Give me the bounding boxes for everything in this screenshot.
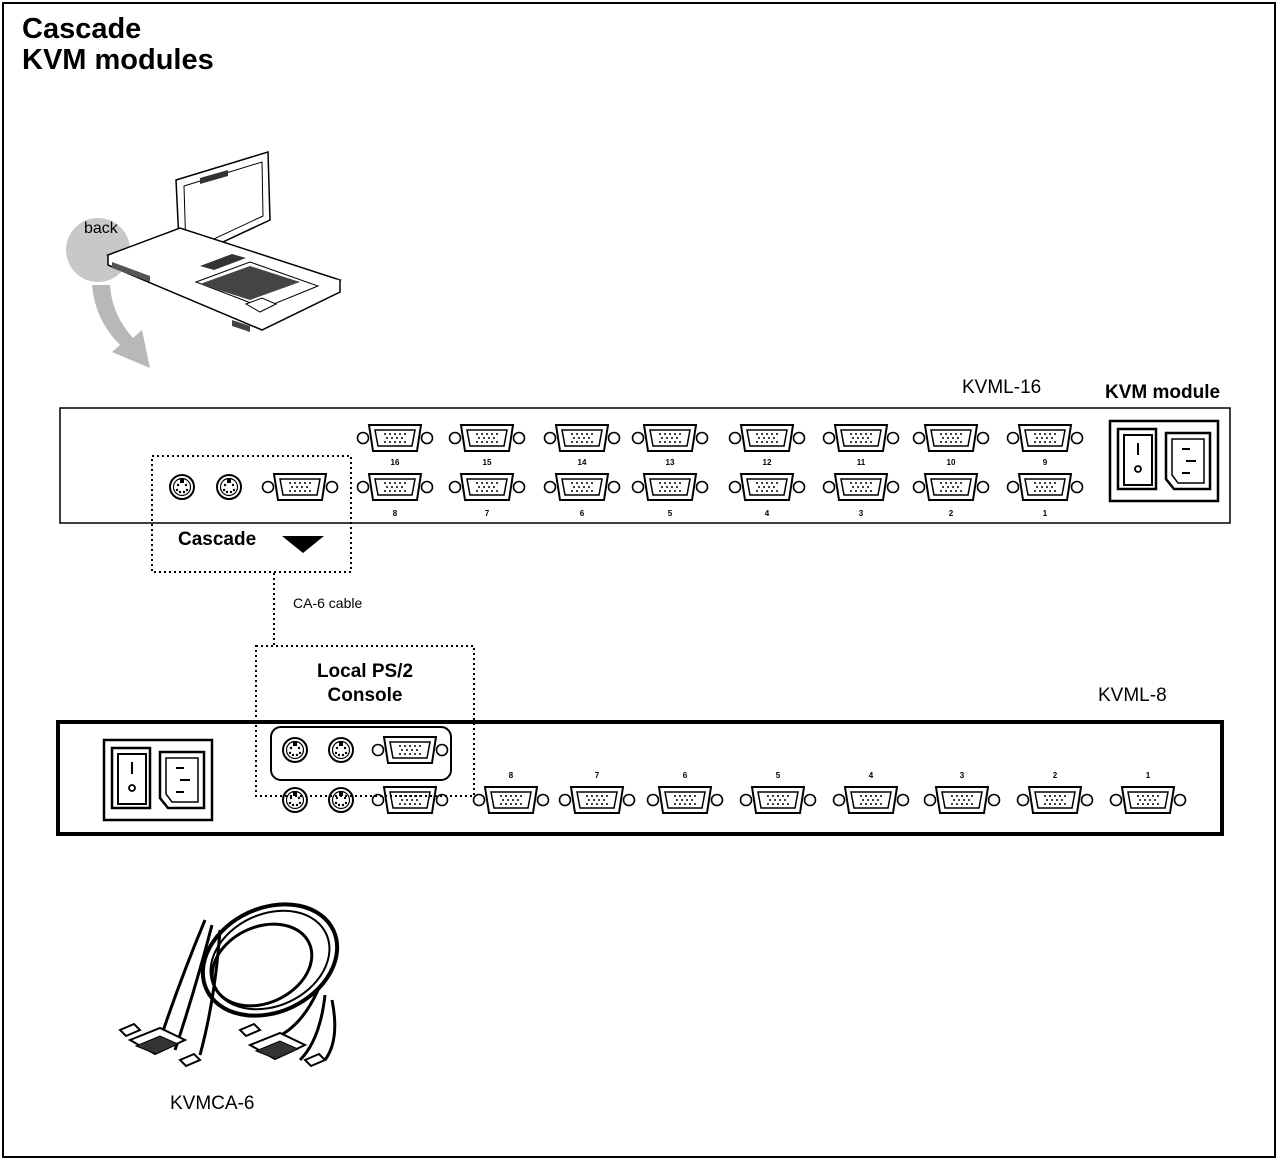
kvml-16-power-inlet [1108, 419, 1220, 503]
kvml-8-power-inlet [102, 738, 214, 822]
kvml-8-unit: 8 7 6 5 4 3 2 1 [56, 645, 1224, 836]
port-number-label: 3 [859, 509, 864, 518]
port-number-label: 10 [947, 458, 956, 467]
ca6-cable-label: CA-6 cable [293, 595, 363, 611]
lcd-console-illustration [66, 150, 342, 368]
port-number-label: 5 [668, 509, 673, 518]
port-number-label: 12 [763, 458, 772, 467]
port-number-label: 6 [683, 771, 688, 780]
port-number-label: 16 [391, 458, 400, 467]
kvml-8-port-row: 8 7 6 5 4 3 2 1 [472, 771, 1187, 814]
cascade-keyboard-port [216, 474, 242, 500]
port-number-label: 2 [949, 509, 954, 518]
port-number-label: 1 [1146, 771, 1151, 780]
kvmca-6-label: KVMCA-6 [170, 1093, 255, 1114]
port-number-label: 2 [1053, 771, 1058, 780]
kvml-16-port-grid: 16 15 14 13 12 11 10 9 8 7 6 5 4 3 2 1 [356, 424, 1084, 518]
port-number-label: 7 [485, 509, 490, 518]
port-number-label: 4 [869, 771, 874, 780]
local-console-keyboard-port [328, 737, 354, 763]
kvml-16-model-label: KVML-16 [962, 377, 1042, 398]
port-number-label: 15 [483, 458, 492, 467]
port-number-label: 14 [578, 458, 587, 467]
local-console-highlight [255, 645, 475, 797]
kvml-16-unit: 16 15 14 13 12 11 10 9 8 7 6 5 4 3 2 1 [59, 407, 1231, 573]
local-console-label-line-1: Local PS/2 [316, 661, 414, 682]
kvm-module-label: KVM module [1105, 382, 1221, 403]
port-number-label: 13 [666, 458, 675, 467]
local-console-label: Local PS/2 Console [256, 660, 474, 708]
back-label: back [84, 220, 118, 237]
port-number-label: 6 [580, 509, 585, 518]
cascade-in-mouse-port [282, 787, 308, 813]
title-line-2: KVM modules [22, 44, 214, 76]
port-number-label: 8 [393, 509, 398, 518]
kvml-8-model-label: KVML-8 [1098, 685, 1167, 706]
port-number-label: 5 [776, 771, 781, 780]
title-line-1: Cascade [22, 13, 142, 45]
port-number-label: 7 [595, 771, 600, 780]
port-number-label: 8 [509, 771, 514, 780]
port-number-label: 3 [960, 771, 965, 780]
cascade-in-keyboard-port [328, 787, 354, 813]
kvmca-6-cable-illustration [118, 902, 340, 1068]
port-number-label: 1 [1043, 509, 1048, 518]
local-console-label-line-2: Console [327, 685, 403, 706]
cascade-arrow-icon [282, 536, 324, 553]
port-number-label: 4 [765, 509, 770, 518]
page-title: Cascade KVM modules [22, 14, 214, 76]
cascade-mouse-port [169, 474, 195, 500]
port-number-label: 9 [1043, 458, 1048, 467]
cascade-label: Cascade [178, 529, 257, 550]
local-console-mouse-port [282, 737, 308, 763]
port-number-label: 11 [857, 458, 866, 467]
